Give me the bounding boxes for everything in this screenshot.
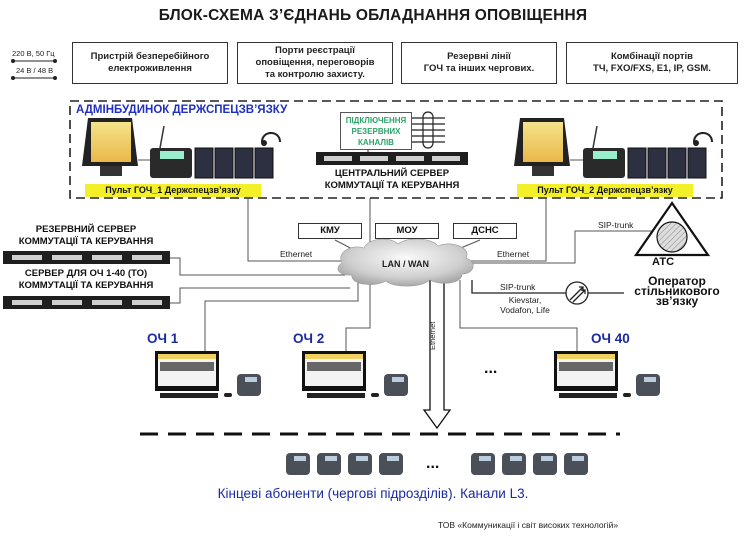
admin-building-frame [69, 100, 723, 199]
och-1-label: ОЧ 1 [147, 331, 179, 346]
end-subscribers-caption: Кінцеві абоненти (чергові підрозділів). … [217, 486, 529, 501]
org-dsns: ДСНС [453, 223, 517, 239]
lan-wan-label: LAN / WAN [382, 259, 429, 269]
ethernet-down-label: Ethernet [428, 321, 437, 350]
subscriber-phones-right [471, 453, 588, 475]
mobile-op-line-2: стільникового [634, 284, 720, 298]
mobile-operator-label: Оператор стільникового зв’язку [622, 274, 732, 308]
atc-icon [633, 201, 711, 257]
reserve-channels-box: ПІДКЛЮЧЕННЯ РЕЗЕРВНИХ КАНАЛІВ [340, 112, 412, 150]
reserve-server-label: РЕЗЕРВНИЙ СЕРВЕР КОММУТАЦІЇ ТА КЕРУВАННЯ [0, 224, 172, 248]
reserve-server-line-1: РЕЗЕРВНИЙ СЕРВЕР [35, 224, 137, 235]
console-2-label: Пульт ГОЧ_2 Держспецзв’язку [517, 184, 693, 197]
console-1-workstation-icon [82, 118, 281, 179]
mobile-operator-icon [565, 281, 589, 305]
carriers-line-1: Kievstar, [508, 295, 542, 305]
central-server-icon [316, 152, 468, 165]
org-mou: МОУ [375, 223, 439, 239]
org-kmu: КМУ [298, 223, 362, 239]
central-server-line-1: ЦЕНТРАЛЬНИЙ СЕРВЕР [334, 168, 450, 179]
reserve-channels-line-2: РЕЗЕРВНИХ [351, 127, 401, 136]
och-server-icon [3, 296, 170, 309]
sip-trunk-atc-label: SIP-trunk [598, 220, 634, 230]
och-40-label: ОЧ 40 [591, 331, 630, 346]
reserve-server-icon [3, 251, 170, 264]
central-server-line-2: КОММУТАЦІЇ ТА КЕРУВАННЯ [324, 180, 460, 191]
reserve-server-line-2: КОММУТАЦІЇ ТА КЕРУВАННЯ [18, 236, 154, 247]
sip-trunk-mobile-label: SIP-trunk [500, 282, 536, 292]
mobile-op-line-1: Оператор [648, 274, 706, 288]
och-server-line-2: КОММУТАЦІЇ ТА КЕРУВАННЯ [18, 280, 154, 291]
carriers-line-2: Vodafon, Life [500, 305, 550, 315]
ethernet-left-label: Ethernet [280, 249, 313, 259]
reserve-line-1: Резервні лінії [447, 51, 511, 62]
mobile-carriers-label: Kievstar, Vodafon, Life [490, 295, 560, 315]
reserve-line-2: ГОЧ та інших чергових. [423, 63, 535, 74]
combo-line-2: ТЧ, FXO/FXS, E1, IP, GSM. [593, 63, 711, 74]
reserve-channels-connector-icon [411, 111, 445, 149]
och-2-label: ОЧ 2 [293, 331, 325, 346]
ports-line-3: та контролю захисту. [265, 69, 365, 80]
lan-wan-cloud [337, 238, 474, 287]
mobile-trunk-line [471, 280, 624, 294]
central-server-label: ЦЕНТРАЛЬНИЙ СЕРВЕР КОММУТАЦІЇ ТА КЕРУВАН… [300, 168, 484, 192]
ethernet-right-label: Ethernet [497, 249, 530, 259]
ports-line-1: Порти реєстрації [275, 45, 355, 56]
admin-building-title: АДМІНБУДИНОК ДЕРЖСПЕЦЗВ’ЯЗКУ [76, 104, 288, 116]
mobile-op-line-3: зв’язку [655, 294, 699, 308]
och-40-workstation-icon [554, 351, 660, 398]
atc-label: АТС [652, 256, 675, 268]
power-arrows [11, 59, 57, 80]
och-server-line-1: СЕРВЕР ДЛЯ ОЧ 1-40 (ТО) [24, 268, 148, 279]
ports-line-2: оповіщення, переговорів [255, 57, 375, 68]
ups-line-2: електроживлення [108, 63, 192, 74]
power-ac-label: 220 В, 50 Гц [12, 49, 55, 58]
reserve-channels-line-1: ПІДКЛЮЧЕННЯ [345, 116, 407, 125]
duty-stations-ellipsis: ... [484, 360, 498, 377]
company-footer: ТОВ «Коммуникації і світ високих техноло… [438, 520, 619, 530]
ups-line-1: Пристрій безперебійного [90, 51, 210, 62]
och-1-workstation-icon [155, 351, 261, 398]
console-2-workstation-icon [514, 118, 713, 179]
diagram-title: БЛОК-СХЕМА З’ЄДНАНЬ ОБЛАДНАННЯ ОПОВІЩЕНН… [158, 7, 588, 24]
console-1-label: Пульт ГОЧ_1 Держспецзв’язку [85, 184, 261, 197]
subscribers-ellipsis: ... [426, 455, 440, 472]
combo-line-1: Комбінації портів [610, 51, 694, 62]
power-dc-label: 24 В / 48 В [16, 66, 54, 75]
reserve-channels-line-3: КАНАЛІВ [358, 138, 394, 147]
och-2-workstation-icon [302, 351, 408, 398]
och-server-label: СЕРВЕР ДЛЯ ОЧ 1-40 (ТО) КОММУТАЦІЇ ТА КЕ… [0, 268, 172, 292]
subscriber-phones-left [286, 453, 403, 475]
ethernet-down-arrow [422, 280, 452, 430]
network-lines [170, 198, 655, 352]
